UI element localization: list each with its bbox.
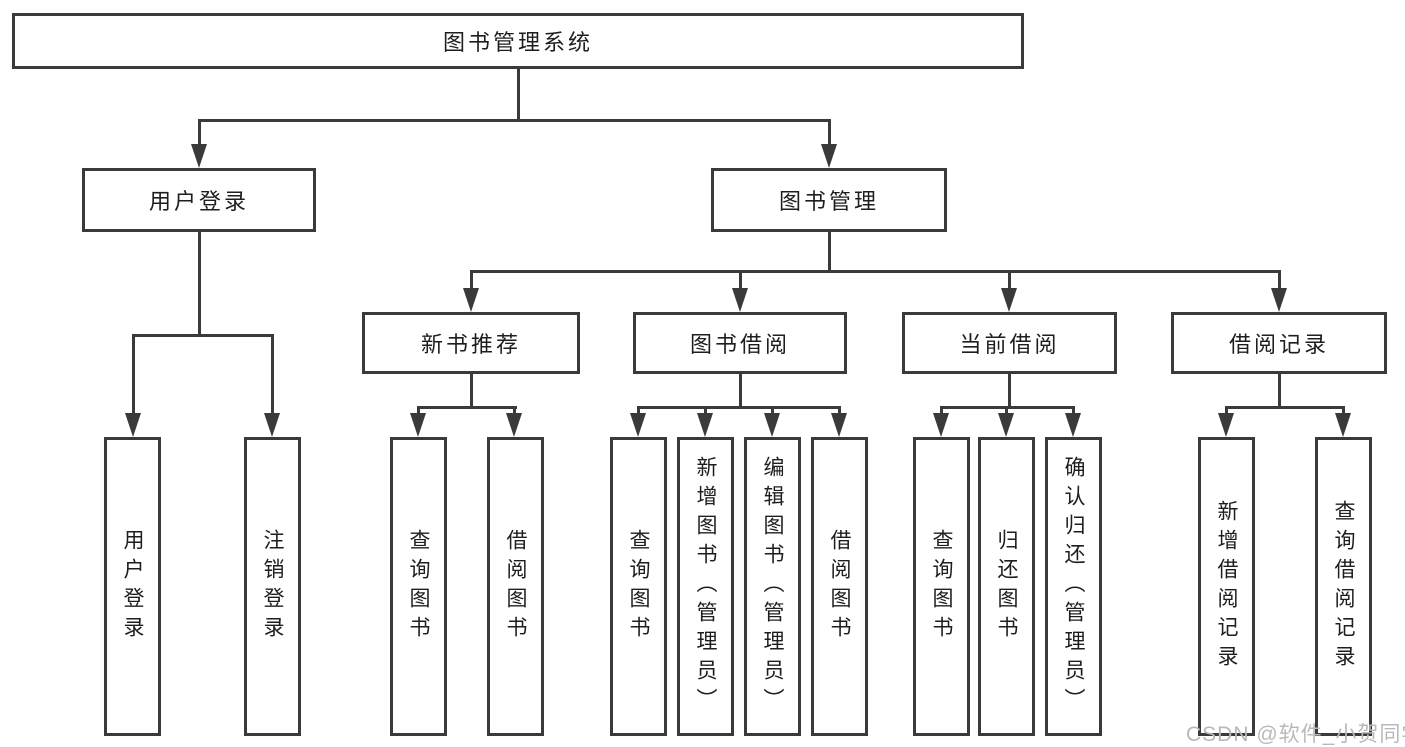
arrowhead-book-management <box>821 144 837 168</box>
connector-stem-leaf <box>417 406 420 417</box>
connector-book-borrow-split <box>637 406 841 409</box>
arrowhead-leaf-borrow-book-1 <box>506 413 522 437</box>
leaf-label: 确认归还（管理员） <box>1062 456 1086 717</box>
connector-stem-book-borrow <box>739 270 742 292</box>
connector-borrow-records-split <box>1225 406 1345 409</box>
connector-stem-leaf <box>637 406 640 417</box>
leaf-user-login: 用户登录 <box>104 437 161 736</box>
leaf-label: 新增图书（管理员） <box>694 456 718 717</box>
leaf-return-book: 归还图书 <box>978 437 1035 736</box>
node-label: 新书推荐 <box>420 332 521 357</box>
node-borrowing-records: 借阅记录 <box>1171 312 1387 374</box>
node-book-management: 图书管理 <box>711 168 947 232</box>
node-label: 用户登录 <box>148 189 249 214</box>
connector-stem-borrow-records <box>1278 270 1281 292</box>
connector-new-book-stub <box>470 374 473 408</box>
node-library-management-system: 图书管理系统 <box>12 13 1024 69</box>
leaf-query-book-current: 查询图书 <box>913 437 970 736</box>
arrowhead-borrow-records <box>1271 288 1287 312</box>
connector-stem-leaf <box>1072 406 1075 417</box>
leaf-label: 查询图书 <box>627 528 651 645</box>
leaf-label: 编辑图书（管理员） <box>761 456 785 717</box>
connector-stem-leaf-user-login <box>132 334 135 417</box>
leaf-confirm-return-admin: 确认归还（管理员） <box>1045 437 1102 736</box>
connector-new-book-split <box>417 406 517 409</box>
leaf-label: 用户登录 <box>121 528 145 645</box>
leaf-label: 借阅图书 <box>828 528 852 645</box>
leaf-query-borrow-record: 查询借阅记录 <box>1315 437 1372 736</box>
arrowhead-user-login <box>191 144 207 168</box>
leaf-label: 查询图书 <box>930 528 954 645</box>
leaf-add-book-admin: 新增图书（管理员） <box>677 437 734 736</box>
leaf-logout: 注销登录 <box>244 437 301 736</box>
connector-stem-new-book <box>470 270 473 292</box>
leaf-borrow-book-borrowing: 借阅图书 <box>811 437 868 736</box>
leaf-query-book-recommendation: 查询图书 <box>390 437 447 736</box>
leaf-label: 注销登录 <box>261 528 285 645</box>
connector-stem-book-management <box>828 119 831 147</box>
arrowhead-leaf-borrow-book-2 <box>831 413 847 437</box>
connector-book-management-stub <box>828 232 831 272</box>
arrowhead-leaf-add-book <box>697 413 713 437</box>
connector-stem-leaf <box>1225 406 1228 417</box>
node-current-borrowing: 当前借阅 <box>902 312 1117 374</box>
connector-user-login-stub <box>198 232 201 336</box>
arrowhead-leaf-confirm-return <box>1065 413 1081 437</box>
connector-stem-leaf <box>704 406 707 417</box>
connector-borrow-records-stub <box>1278 374 1281 408</box>
arrowhead-leaf-edit-book <box>764 413 780 437</box>
node-label: 图书借阅 <box>689 332 790 357</box>
arrowhead-leaf-query-book-1 <box>410 413 426 437</box>
connector-stem-leaf <box>838 406 841 417</box>
connector-stem-leaf <box>1005 406 1008 417</box>
connector-stem-leaf-logout <box>271 334 274 417</box>
leaf-label: 查询图书 <box>407 528 431 645</box>
leaf-label: 借阅图书 <box>504 528 528 645</box>
node-label: 借阅记录 <box>1228 332 1329 357</box>
leaf-add-borrow-record: 新增借阅记录 <box>1198 437 1255 736</box>
arrowhead-leaf-query-book-2 <box>630 413 646 437</box>
connector-stem-leaf <box>1342 406 1345 417</box>
arrowhead-book-borrow <box>732 288 748 312</box>
node-user-login: 用户登录 <box>82 168 316 232</box>
arrowhead-leaf-add-record <box>1218 413 1234 437</box>
leaf-label: 查询借阅记录 <box>1332 499 1356 674</box>
connector-stem-user-login <box>198 119 201 147</box>
node-book-borrowing: 图书借阅 <box>633 312 847 374</box>
leaf-edit-book-admin: 编辑图书（管理员） <box>744 437 801 736</box>
arrowhead-leaf-user-login <box>125 413 141 437</box>
arrowhead-current-borrow <box>1001 288 1017 312</box>
arrowhead-leaf-return-book <box>998 413 1014 437</box>
connector-root-stub <box>517 69 520 121</box>
connector-stem-leaf <box>513 406 516 417</box>
connector-stem-leaf <box>771 406 774 417</box>
connector-stem-current-borrow <box>1008 270 1011 292</box>
leaf-label: 归还图书 <box>995 528 1019 645</box>
csdn-watermark: CSDN @软件_小贺同学 <box>1186 723 1405 746</box>
connector-book-borrow-stub <box>739 374 742 408</box>
arrowhead-leaf-logout <box>264 413 280 437</box>
connector-book-management-split <box>470 270 1281 273</box>
arrowhead-leaf-query-book-3 <box>933 413 949 437</box>
arrowhead-new-book <box>463 288 479 312</box>
node-new-book-recommendation: 新书推荐 <box>362 312 580 374</box>
leaf-label: 新增借阅记录 <box>1215 499 1239 674</box>
node-label: 图书管理系统 <box>442 30 593 55</box>
connector-user-login-split <box>132 334 274 337</box>
connector-root-split <box>198 119 831 122</box>
node-label: 图书管理 <box>778 189 879 214</box>
connector-stem-leaf <box>940 406 943 417</box>
leaf-query-book-borrowing: 查询图书 <box>610 437 667 736</box>
node-label: 当前借阅 <box>959 332 1060 357</box>
leaf-borrow-book-recommendation: 借阅图书 <box>487 437 544 736</box>
arrowhead-leaf-query-record <box>1335 413 1351 437</box>
connector-current-borrow-stub <box>1008 374 1011 408</box>
